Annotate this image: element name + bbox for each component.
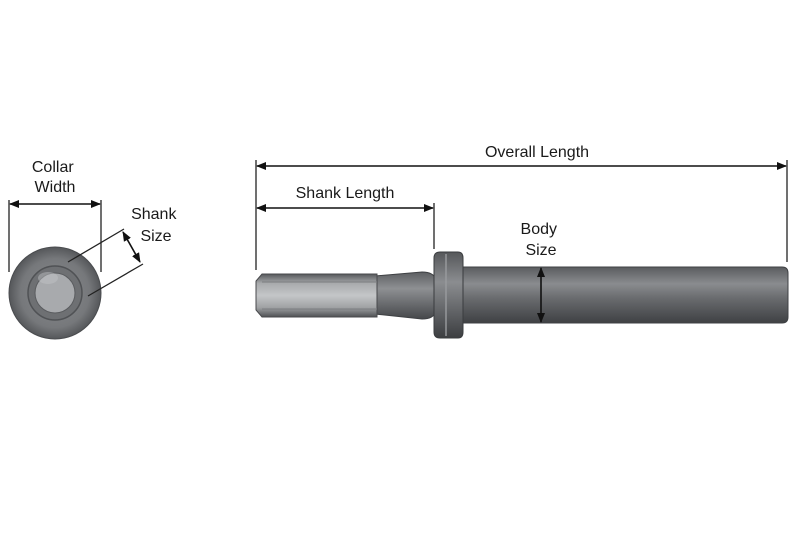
tool-side-view [255,251,789,339]
shank-length-label: Shank Length [296,185,395,202]
overall-length-label: Overall Length [485,144,589,161]
overall-length-dimension: Overall Length [255,144,788,270]
tool-body [459,266,789,324]
shank-size-dimension: Shank Size [67,206,181,297]
shank-size-arrow [122,231,141,263]
tool-collar [433,251,464,339]
body-size-label: Body Size [521,221,562,259]
tool-neck [374,271,437,320]
shank-size-label: Shank Size [131,206,181,245]
shank-size-extension-bottom [87,263,144,297]
collar-highlight [38,272,58,284]
collar-width-label: Collar Width [32,159,78,196]
shank-size-extension-top [67,228,125,263]
hex-shank [255,273,378,318]
collar-end-view [8,246,102,340]
body-size-dimension: Body Size [521,221,562,323]
shank-bore-circle [34,272,76,314]
shank-length-dimension: Shank Length [256,185,435,249]
collar-width-dimension: Collar Width [8,159,102,272]
